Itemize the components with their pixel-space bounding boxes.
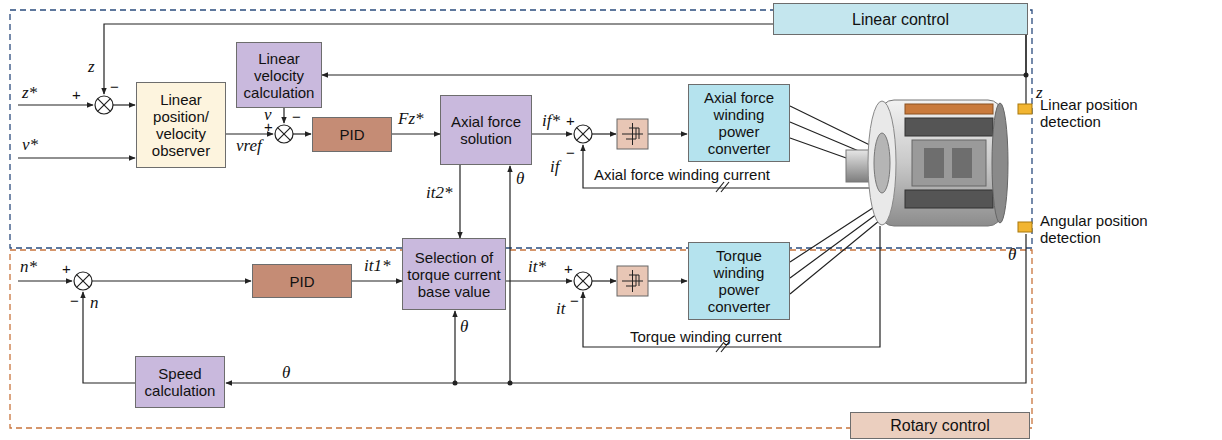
signal-connector [392,133,440,134]
sign-label: − [292,108,301,125]
process-box: Selection of torque current base value [402,238,506,310]
sign-label: − [570,292,579,309]
sensor-label: Linear position detection [1040,96,1190,130]
sign-label: − [566,144,575,161]
signal-label: θ [282,364,290,381]
node-text: PID [289,273,314,290]
signal-connector [322,35,1026,75]
node-text: PID [339,126,364,143]
node-text: Axial force winding power converter [693,89,785,157]
signal-label: it* [528,258,546,275]
process-box: Axial force solution [440,95,532,165]
observer-box: Linear position/ velocity observer [136,82,226,168]
node-text: Linear velocity calculation [241,50,317,101]
signal-label: z [88,58,95,75]
motor-illustration [846,100,1032,232]
signal-connector [459,165,460,238]
signal-label: it2* [426,184,452,201]
pid-block: PID [252,264,352,298]
sensor-label: Angular position detection [1040,212,1190,246]
node-text: Linear control [852,11,949,28]
node-text: Selection of torque current base value [407,249,501,300]
sign-label: − [110,78,119,95]
sign-label: + [62,260,71,277]
signal-label: z* [22,84,37,101]
signal-label: if [550,158,559,175]
linear-control-region [10,10,1032,248]
note-label: Axial force winding current [594,166,770,183]
converter-box: Torque winding power converter [688,242,790,320]
sign-label: + [264,118,273,135]
signal-label: n* [20,258,37,275]
node-text: Rotary control [890,417,990,434]
signal-label: θ [460,318,468,335]
rotary-control-region [10,250,1032,428]
signal-label: θ [516,170,524,187]
sign-label: + [564,260,573,277]
signal-wires [18,24,1026,383]
signal-label: n [90,294,99,311]
signal-label: θ [1008,246,1016,263]
note-label: Torque winding current [630,328,782,345]
signal-label: vref [236,137,262,154]
signal-label: if* [542,112,560,129]
junction-dots [453,73,1029,386]
signal-label: Fz* [398,110,424,127]
node-text: Speed calculation [140,365,220,399]
node-text: Axial force solution [445,113,527,147]
node-text: Torque winding power converter [693,247,785,315]
process-box: Linear velocity calculation [236,42,322,108]
converter-box: Axial force winding power converter [688,84,790,162]
sign-label: − [70,292,79,309]
signal-connector [352,280,402,281]
control-band: Linear control [773,3,1028,35]
node-text: Linear position/ velocity observer [141,91,221,159]
control-band: Rotary control [850,412,1030,439]
pid-block: PID [312,117,392,152]
sign-label: + [566,112,575,129]
signal-label: it1* [364,257,390,274]
signal-label: v* [22,136,38,153]
hysteresis-blocks [617,119,648,296]
sign-label: + [72,86,81,103]
process-box: Speed calculation [135,356,225,408]
signal-label: it [556,300,565,317]
